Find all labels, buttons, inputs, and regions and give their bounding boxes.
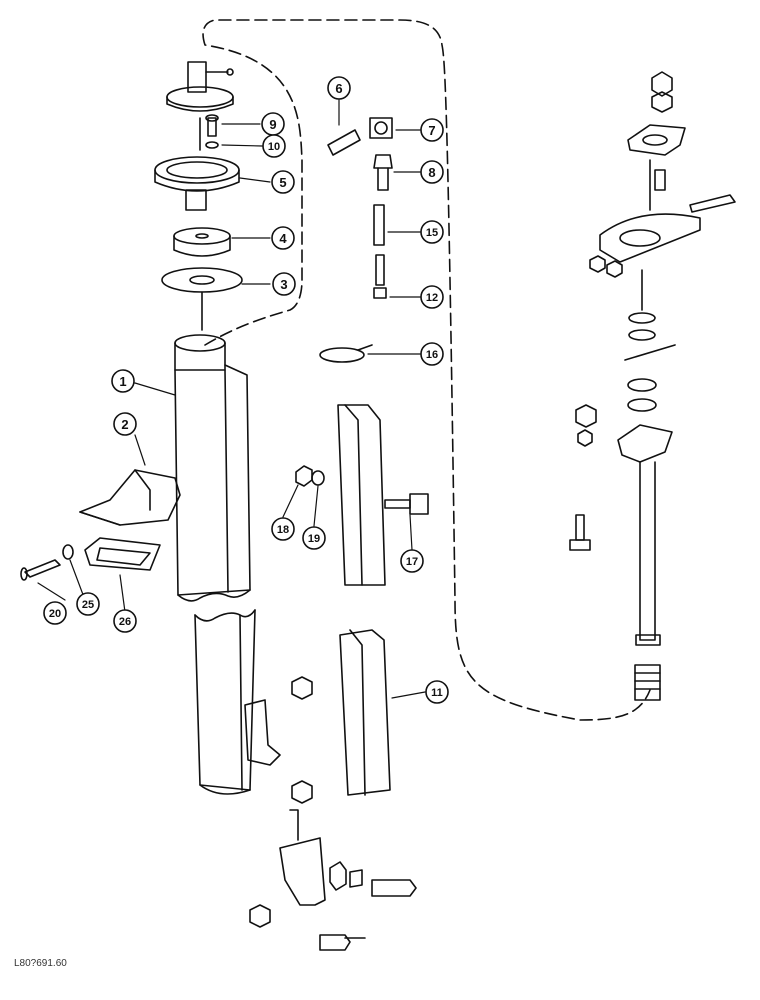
column-upper-part <box>174 334 251 602</box>
callout-18: 18 <box>271 517 295 541</box>
callout-16: 16 <box>420 342 444 366</box>
callout-label: 10 <box>268 141 280 153</box>
callout-label: 2 <box>121 417 128 432</box>
callout-label: 15 <box>426 227 438 239</box>
callout-label: 19 <box>308 533 320 545</box>
grip-pad-part <box>84 537 161 571</box>
callout-label: 7 <box>428 123 435 138</box>
tee-fitting-part <box>369 117 393 139</box>
bracket-lower-part <box>339 629 391 796</box>
leader-lines <box>37 99 426 699</box>
lock-washer-part <box>311 470 325 486</box>
callout-7: 7 <box>420 118 444 142</box>
bolt-part <box>20 559 61 581</box>
cap-part <box>373 287 387 299</box>
callout-label: 9 <box>269 117 276 132</box>
callout-9: 9 <box>261 112 285 136</box>
washer-small-part <box>205 141 219 149</box>
callout-8: 8 <box>420 160 444 184</box>
callout-1: 1 <box>111 369 135 393</box>
callout-3: 3 <box>272 272 296 296</box>
hex-nut-part <box>291 676 313 804</box>
callout-label: 1 <box>119 374 126 389</box>
callout-label: 20 <box>49 608 61 620</box>
callout-label: 26 <box>119 616 131 628</box>
callout-10: 10 <box>262 134 286 158</box>
callout-layer: 1 2 3 4 5 6 7 8 9 10 11 12 15 16 17 18 1… <box>43 76 449 704</box>
mounting-bracket-part <box>244 699 281 766</box>
nut-part <box>295 465 313 487</box>
right-linkage-assembly <box>569 71 736 701</box>
callout-label: 4 <box>279 231 287 246</box>
callout-label: 3 <box>280 277 287 292</box>
callout-label: 8 <box>428 165 435 180</box>
hose-clamp-part <box>319 344 373 363</box>
callout-6: 6 <box>327 76 351 100</box>
callout-15: 15 <box>420 220 444 244</box>
callout-26: 26 <box>113 609 137 633</box>
screw-part <box>205 114 219 137</box>
washer-part <box>62 544 74 560</box>
spacer-part <box>173 227 231 257</box>
assembly-dashed-line <box>202 19 651 721</box>
callout-19: 19 <box>302 526 326 550</box>
tube-part <box>373 204 385 286</box>
top-knob-part <box>166 61 234 151</box>
callout-label: 18 <box>277 524 289 536</box>
bolt-17-part <box>384 493 429 515</box>
callout-label: 11 <box>431 687 443 699</box>
dial-part <box>154 156 240 211</box>
callout-label: 5 <box>279 175 286 190</box>
handle-part <box>79 469 181 526</box>
callout-2: 2 <box>113 412 137 436</box>
callout-label: 6 <box>335 81 342 96</box>
column-lower-part <box>194 609 256 795</box>
callout-12: 12 <box>420 285 444 309</box>
callout-25: 25 <box>76 592 100 616</box>
grease-fitting-part <box>373 154 393 191</box>
callout-5: 5 <box>271 170 295 194</box>
index-disk-part <box>161 267 243 331</box>
callout-label: 12 <box>426 292 438 304</box>
reference-code: L80?691.60 <box>14 958 67 969</box>
lower-bracket-part <box>249 809 417 951</box>
callout-label: 16 <box>426 349 438 361</box>
callout-17: 17 <box>400 549 424 573</box>
callout-label: 17 <box>406 556 418 568</box>
fitting-part <box>327 129 361 156</box>
callout-4: 4 <box>271 226 295 250</box>
bracket-upper-part <box>337 404 386 586</box>
callout-20: 20 <box>43 601 67 625</box>
callout-11: 11 <box>425 680 449 704</box>
callout-label: 25 <box>82 599 94 611</box>
